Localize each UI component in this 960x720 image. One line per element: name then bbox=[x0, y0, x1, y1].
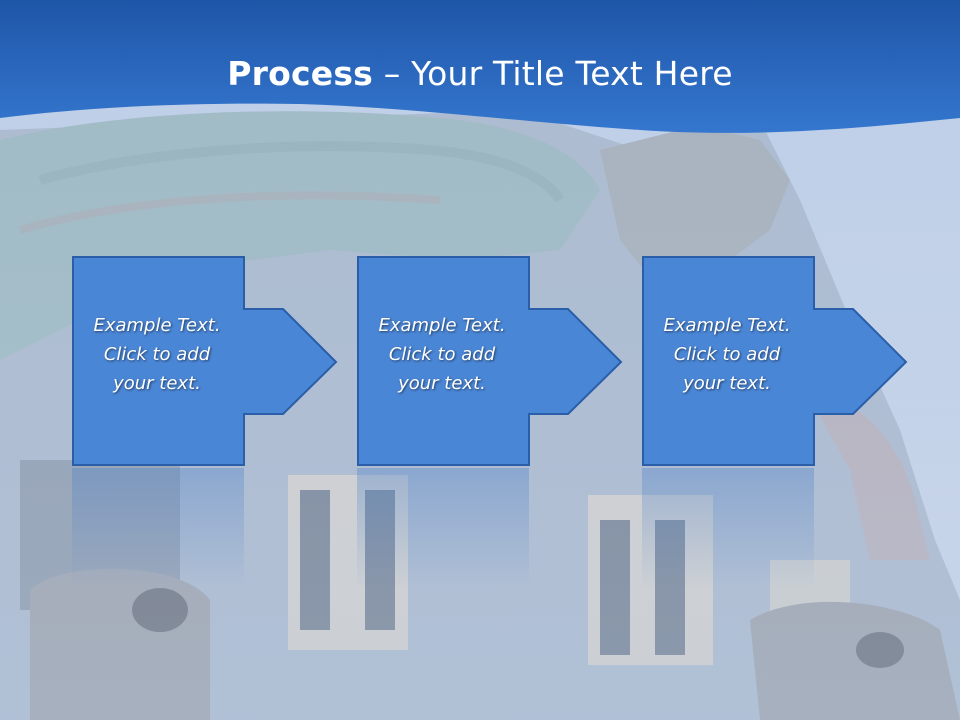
step-1-line-1: Example Text. bbox=[93, 315, 221, 336]
slide-title[interactable]: Process – Your Title Text Here bbox=[0, 52, 960, 96]
process-step-1[interactable]: Example Text. Click to add your text. bbox=[72, 256, 342, 468]
step-2-text: Example Text. Click to add your text. bbox=[357, 311, 527, 398]
step-2-line-3: your text. bbox=[398, 373, 486, 394]
step-2-line-1: Example Text. bbox=[378, 315, 506, 336]
step-3-line-1: Example Text. bbox=[663, 315, 791, 336]
title-bold: Process bbox=[227, 54, 374, 93]
step-3-text: Example Text. Click to add your text. bbox=[642, 311, 812, 398]
arrow-shape-3 bbox=[642, 256, 908, 466]
step-1-line-2: Click to add bbox=[103, 344, 211, 365]
process-step-3[interactable]: Example Text. Click to add your text. bbox=[642, 256, 912, 468]
arrow-reflection-2 bbox=[357, 468, 529, 588]
step-3-line-2: Click to add bbox=[673, 344, 781, 365]
arrow-shape-2 bbox=[357, 256, 623, 466]
title-rest: – Your Title Text Here bbox=[373, 54, 733, 93]
arrow-reflection-1 bbox=[72, 468, 244, 588]
arrow-shape-1 bbox=[72, 256, 338, 466]
arrow-reflection-3 bbox=[642, 468, 814, 588]
step-3-line-3: your text. bbox=[683, 373, 771, 394]
step-1-line-3: your text. bbox=[113, 373, 201, 394]
step-2-line-2: Click to add bbox=[388, 344, 496, 365]
step-1-text: Example Text. Click to add your text. bbox=[72, 311, 242, 398]
process-step-2[interactable]: Example Text. Click to add your text. bbox=[357, 256, 627, 468]
